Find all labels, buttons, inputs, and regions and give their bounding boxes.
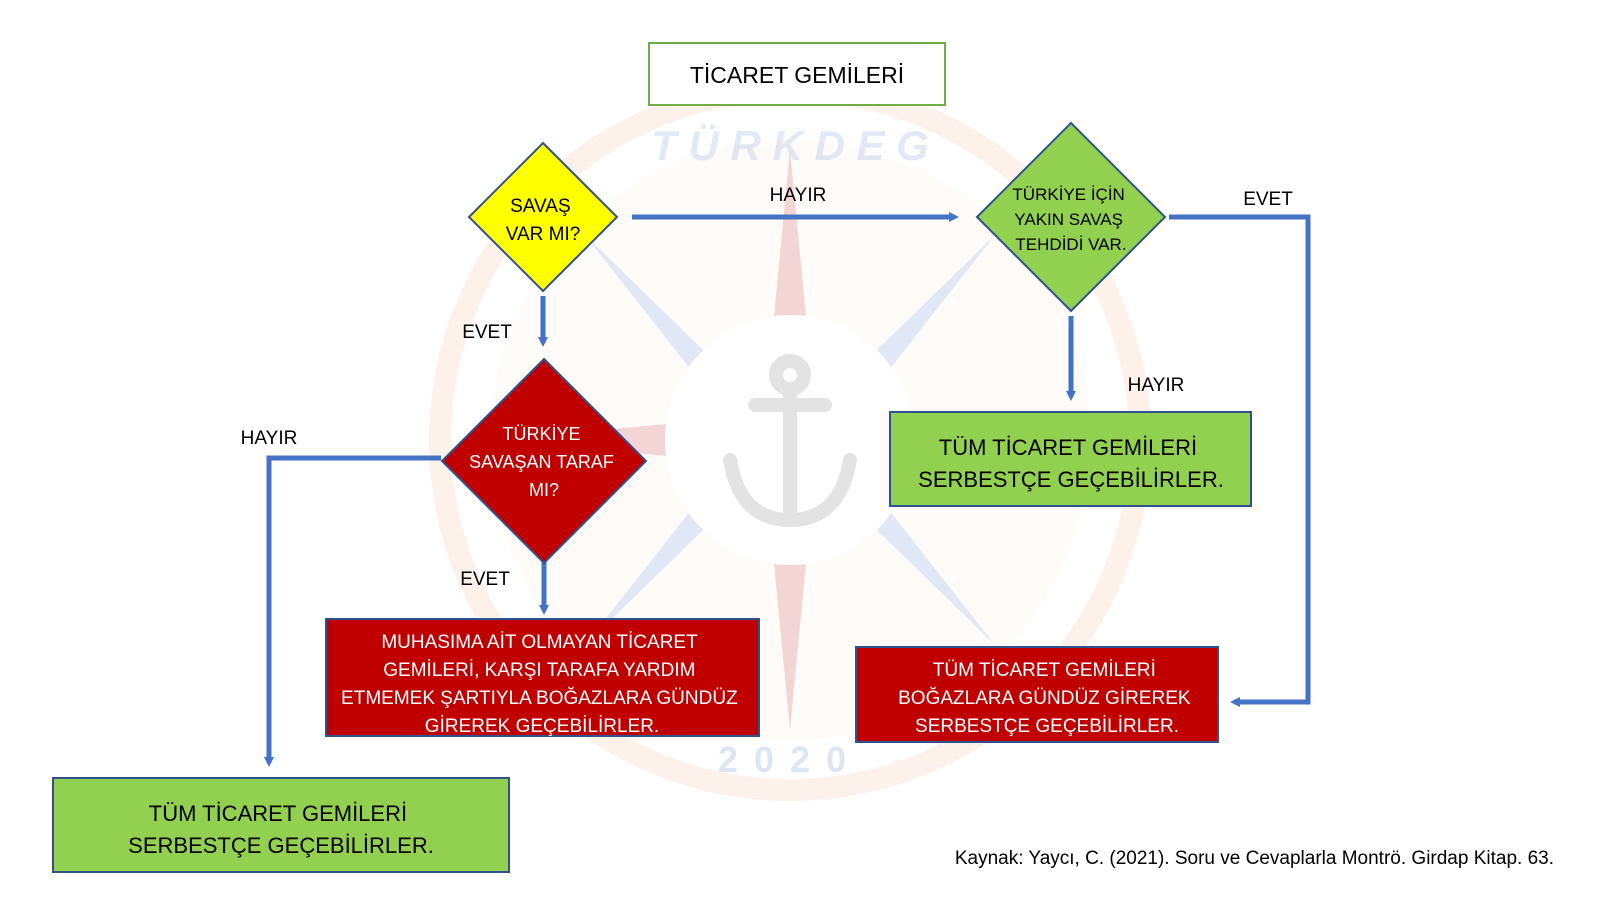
title-box: TİCARET GEMİLERİ xyxy=(648,42,946,106)
result-free-right: TÜM TİCARET GEMİLERİ SERBESTÇE GEÇEBİLİR… xyxy=(889,411,1252,507)
arrow-threat-yes xyxy=(1169,214,1311,707)
source-citation: Kaynak: Yaycı, C. (2021). Soru ve Cevapl… xyxy=(955,848,1554,869)
decision-threat: TÜRKİYE İÇİN YAKIN SAVAŞ TEHDİDİ VAR. xyxy=(975,121,1167,313)
anchor-icon xyxy=(723,354,857,528)
watermark-emblem xyxy=(429,79,1151,801)
arrow-party-no xyxy=(264,455,441,767)
decision-war: SAVAŞ VAR MI? xyxy=(467,141,619,293)
edge-label-threat-no: HAYIR xyxy=(1128,375,1185,396)
decision-threat-label: TÜRKİYE İÇİN YAKIN SAVAŞ TEHDİDİ VAR. xyxy=(1012,185,1129,254)
title-text: TİCARET GEMİLERİ xyxy=(690,62,904,88)
edge-label-party-yes: EVET xyxy=(460,569,510,590)
connectors xyxy=(264,212,1311,767)
result-muhasim: MUHASIMA AİT OLMAYAN TİCARET GEMİLERİ, K… xyxy=(325,618,760,737)
watermark-top-text: T Ü R K D E G xyxy=(651,122,929,169)
result-free-right-label: TÜM TİCARET GEMİLERİ SERBESTÇE GEÇEBİLİR… xyxy=(918,435,1224,492)
result-day-right: TÜM TİCARET GEMİLERİ BOĞAZLARA GÜNDÜZ Gİ… xyxy=(855,646,1219,743)
edge-label-threat-yes: EVET xyxy=(1243,189,1293,210)
decision-party: TÜRKİYE SAVAŞAN TARAF MI? xyxy=(440,357,648,565)
result-day-right-label: TÜM TİCARET GEMİLERİ BOĞAZLARA GÜNDÜZ Gİ… xyxy=(898,660,1196,737)
result-free-left: TÜM TİCARET GEMİLERİ SERBESTÇE GEÇEBİLİR… xyxy=(52,777,510,873)
edge-label-party-no: HAYIR xyxy=(241,428,298,449)
decision-war-label: SAVAŞ VAR MI? xyxy=(506,196,581,245)
decision-party-label: TÜRKİYE SAVAŞAN TARAF MI? xyxy=(469,424,619,500)
result-muhasim-label: MUHASIMA AİT OLMAYAN TİCARET GEMİLERİ, K… xyxy=(341,632,743,737)
watermark-year: 2020 xyxy=(718,739,862,780)
compass-rose-icon xyxy=(500,150,1080,730)
edge-label-war-yes: EVET xyxy=(462,322,512,343)
edge-label-war-no: HAYIR xyxy=(770,185,827,206)
result-free-left-label: TÜM TİCARET GEMİLERİ SERBESTÇE GEÇEBİLİR… xyxy=(128,801,434,858)
